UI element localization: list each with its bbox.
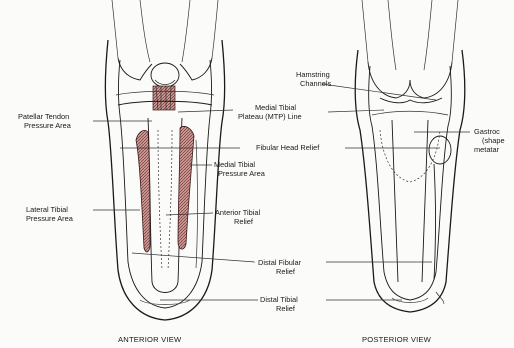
lateral-tibial-pressure-pad: [136, 130, 150, 251]
caption-posterior-view: POSTERIOR VIEW: [362, 335, 432, 344]
gastroc-outline: [380, 130, 440, 182]
label-medial-tibial-pressure-1: Medial Tibial: [214, 160, 255, 169]
post-medial-condyle: [410, 62, 452, 98]
label-anterior-tibial-2: Relief: [234, 217, 254, 226]
label-distal-tibial-1: Distal Tibial: [260, 295, 298, 304]
patella: [151, 63, 179, 87]
label-fibular-head: Fibular Head Relief: [256, 143, 320, 152]
label-mtp-2: Plateau (MTP) Line: [238, 112, 302, 121]
post-lateral-condyle: [368, 62, 410, 98]
label-anterior-tibial-1: Anterior Tibial: [215, 208, 261, 217]
label-gastroc-1: Gastroc: [474, 127, 500, 136]
lateral-condyle: [118, 58, 152, 80]
femur-inner-right: [182, 0, 190, 62]
label-hamstring-1: Hamstring: [296, 70, 330, 79]
label-hamstring-2: Channels: [300, 79, 332, 88]
post-socket-inner: [369, 66, 452, 300]
medial-condyle: [180, 58, 212, 80]
label-lateral-tibial-2: Pressure Area: [26, 214, 74, 223]
anterior-view: [105, 0, 224, 320]
tibia: [148, 118, 182, 293]
label-patellar-tendon-2: Pressure Area: [24, 121, 72, 130]
labels: Patellar Tendon Pressure Area Medial Tib…: [18, 70, 505, 344]
socket-outer: [105, 40, 224, 320]
posterior-view: [355, 0, 465, 312]
label-mtp-1: Medial Tibial: [255, 103, 296, 112]
femur-inner-left: [140, 0, 150, 62]
label-medial-tibial-pressure-2: Pressure Area: [218, 169, 266, 178]
label-lateral-tibial-1: Lateral Tibial: [26, 205, 68, 214]
fibular-head: [429, 136, 451, 164]
femur-left-edge: [112, 0, 118, 58]
label-gastroc-2: (shape: [482, 136, 505, 145]
medial-tibial-pressure-pad: [178, 126, 194, 249]
label-patellar-tendon-1: Patellar Tendon: [18, 112, 69, 121]
label-distal-fibular-1: Distal Fibular: [258, 258, 302, 267]
label-distal-fibular-2: Relief: [276, 267, 296, 276]
label-gastroc-3: metatar: [474, 145, 500, 154]
hamstring-channels: [380, 98, 442, 103]
caption-anterior-view: ANTERIOR VIEW: [118, 335, 182, 344]
label-distal-tibial-2: Relief: [276, 304, 296, 313]
femur-right-edge: [212, 0, 218, 58]
post-socket-outer: [355, 50, 465, 312]
